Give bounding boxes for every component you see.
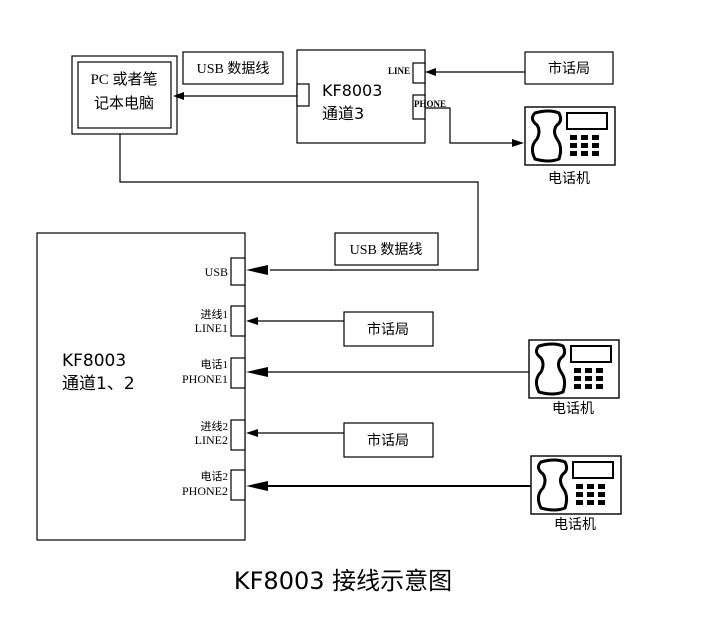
svg-text:USB 数据线: USB 数据线: [350, 242, 423, 258]
exchange-box-2: 市话局: [343, 422, 434, 458]
diagram-title: KF8003 接线示意图: [234, 567, 452, 595]
usb-cable-label-mid: USB 数据线: [334, 232, 439, 266]
phone-icon-1: 电话机: [527, 338, 621, 417]
usb-cable-label-top: USB 数据线: [182, 51, 284, 85]
kf8003-main-box: KF8003 通道1、2 USB 进线1 LINE1 电话1 PHONE1 进线…: [36, 232, 246, 541]
kf-main-model: KF8003: [62, 351, 126, 371]
exchange-box-top: 市话局: [524, 51, 614, 85]
line-port-top: [412, 62, 426, 84]
svg-text:USB 数据线: USB 数据线: [197, 61, 270, 77]
port-ph1-en: PHONE1: [182, 372, 228, 386]
svg-text:市话局: 市话局: [367, 321, 409, 338]
pc-label-line1: PC 或者笔: [90, 71, 157, 88]
connections-top: [119, 68, 525, 271]
kf8003-channel3-box: KF8003 通道3 LINE PHONE: [296, 49, 446, 144]
line1-port: [230, 305, 246, 337]
phone-icon-top: 电话机: [523, 105, 617, 187]
phone2-port: [230, 469, 246, 501]
phone-label-1: 电话机: [552, 401, 594, 417]
kf-top-port-line: LINE: [388, 66, 410, 76]
port-ph1-cn: 电话1: [201, 358, 229, 371]
exchange-box-1: 市话局: [343, 311, 434, 347]
pc-label-line2: 记本电脑: [94, 95, 154, 112]
line2-port: [230, 419, 246, 451]
svg-text:市话局: 市话局: [367, 432, 409, 449]
usb-port-top: [296, 83, 310, 107]
connections-main: [246, 265, 531, 491]
port-in2-en: LINE2: [195, 433, 228, 447]
kf-top-model: KF8003: [322, 81, 382, 100]
phone1-port: [230, 357, 246, 389]
port-ph2-cn: 电话2: [201, 470, 229, 483]
port-in1-cn: 进线1: [201, 307, 229, 321]
usb-port-main: [230, 257, 246, 286]
pc-box: PC 或者笔 记本电脑: [71, 55, 178, 135]
phone-label-top: 电话机: [548, 171, 590, 187]
port-ph2-en: PHONE2: [182, 484, 228, 498]
phone-icon-2: 电话机: [529, 454, 623, 533]
kf-main-channel: 通道1、2: [62, 374, 135, 394]
kf-top-channel: 通道3: [322, 104, 364, 123]
svg-text:市话局: 市话局: [548, 60, 590, 77]
phone-port-top: [412, 94, 426, 120]
port-usb-label: USB: [205, 265, 228, 279]
phone-label-2: 电话机: [554, 517, 596, 533]
port-in1-en: LINE1: [195, 321, 228, 335]
kf-top-port-phone: PHONE: [414, 99, 446, 109]
port-in2-cn: 进线2: [201, 419, 229, 433]
